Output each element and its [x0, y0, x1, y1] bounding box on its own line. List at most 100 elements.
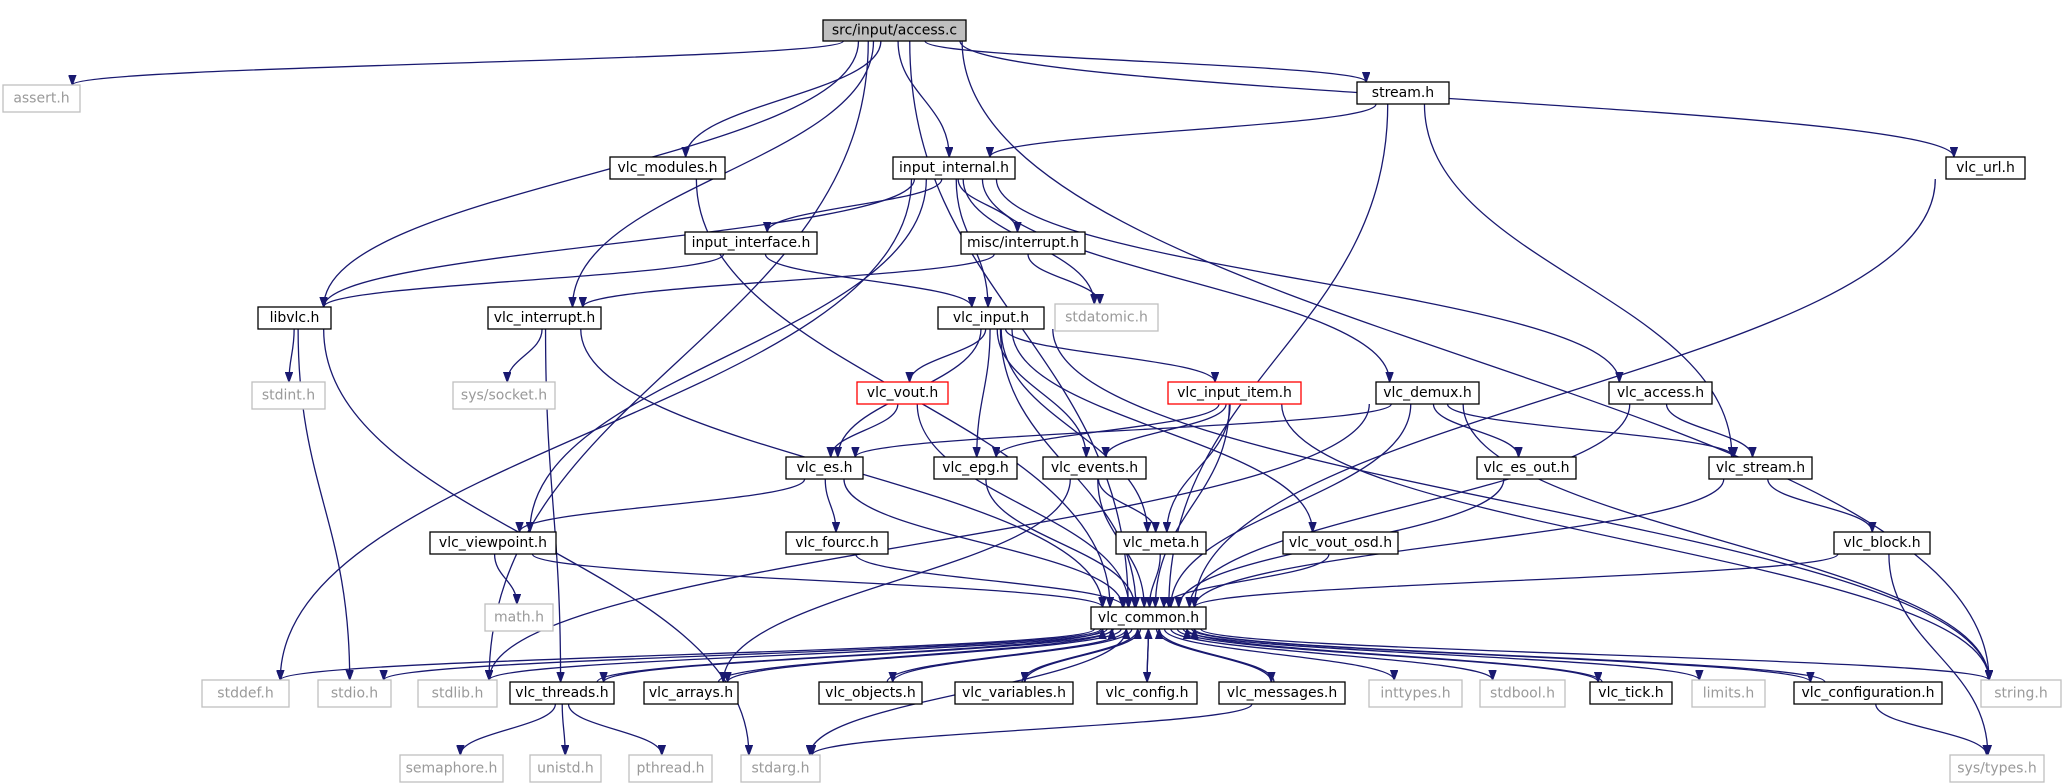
node-misc-interrupt-h[interactable]: misc/interrupt.h	[960, 231, 1086, 255]
node-box	[892, 156, 1016, 180]
edge-vlc-threads-h-to-semaphore-h	[460, 703, 557, 755]
node-vlc-fourcc-h[interactable]: vlc_fourcc.h	[785, 531, 889, 555]
node-vlc-es-h[interactable]: vlc_es.h	[785, 456, 864, 480]
edge-vlc-objects-h-to-vlc-common-h	[886, 629, 1126, 683]
node-vlc-configuration-h[interactable]: vlc_configuration.h	[1793, 681, 1943, 705]
edge-vlc-tick-h-to-vlc-common-h	[1187, 629, 1603, 683]
edge-vlc-vout-h-to-vlc-common-h	[916, 403, 1129, 607]
node-label: stdlib.h	[432, 686, 484, 702]
edge-input-interface-h-to-libvlc-h	[324, 253, 725, 307]
edge-vlc-es-h-to-vlc-fourcc-h	[824, 478, 836, 532]
node-label: stdbool.h	[1490, 686, 1555, 702]
node-box	[1476, 456, 1577, 480]
node-vlc-arrays-h[interactable]: vlc_arrays.h	[643, 681, 739, 705]
node-box	[822, 19, 967, 42]
node-label: limits.h	[1703, 686, 1754, 702]
node-label: vlc_input.h	[953, 310, 1029, 326]
node-label: src/input/access.c	[832, 23, 957, 39]
edge-access-c-to-stdlib-h	[489, 40, 869, 680]
node-input-internal-h[interactable]: input_internal.h	[892, 156, 1016, 180]
edge-vlc-viewpoint-h-to-vlc-common-h	[531, 553, 1102, 607]
node-label: vlc_interrupt.h	[494, 310, 596, 326]
node-box	[429, 531, 557, 555]
node-vlc-epg-h[interactable]: vlc_epg.h	[933, 456, 1018, 480]
edge-vlc-threads-h-to-vlc-common-h	[596, 629, 1102, 683]
node-vlc-modules-h[interactable]: vlc_modules.h	[609, 156, 726, 180]
node-label: vlc_vout_osd.h	[1289, 535, 1392, 551]
node-label: vlc_tick.h	[1598, 685, 1663, 701]
node-vlc-access-h[interactable]: vlc_access.h	[1608, 381, 1713, 405]
node-box	[1368, 679, 1463, 708]
node-vlc-objects-h[interactable]: vlc_objects.h	[818, 681, 923, 705]
node-box	[487, 306, 602, 330]
node-label: stdarg.h	[752, 761, 810, 777]
node-assert-h: assert.h	[2, 84, 81, 113]
node-access-c[interactable]: src/input/access.c	[822, 19, 967, 42]
node-vlc-interrupt-h[interactable]: vlc_interrupt.h	[487, 306, 602, 330]
edge-vlc-input-item-h-to-vlc-events-h	[1106, 403, 1227, 457]
edge-stream-h-to-vlc-common-h	[1169, 103, 1389, 607]
node-vlc-input-item-h[interactable]: vlc_input_item.h	[1167, 381, 1302, 405]
node-label: semaphore.h	[406, 761, 498, 777]
node-libvlc-h[interactable]: libvlc.h	[257, 306, 332, 330]
node-vlc-stream-h[interactable]: vlc_stream.h	[1708, 456, 1813, 480]
edge-input-internal-h-to-libvlc-h	[324, 178, 916, 307]
edge-vlc-input-h-to-vlc-vout-osd-h	[1011, 328, 1313, 532]
node-label: vlc_threads.h	[515, 685, 608, 701]
node-vlc-variables-h[interactable]: vlc_variables.h	[954, 681, 1074, 705]
node-vlc-common-h[interactable]: vlc_common.h	[1090, 606, 1207, 630]
edge-misc-interrupt-h-to-stdatomic-h	[1027, 253, 1100, 304]
node-label: libvlc.h	[270, 310, 320, 326]
node-box	[1945, 156, 2026, 180]
edge-misc-interrupt-h-to-vlc-interrupt-h	[583, 253, 995, 307]
node-label: pthread.h	[636, 761, 704, 777]
node-box	[251, 381, 326, 410]
node-stdlib-h: stdlib.h	[417, 679, 498, 708]
node-box	[628, 754, 713, 783]
node-vlc-tick-h[interactable]: vlc_tick.h	[1589, 681, 1673, 705]
edge-access-c-to-assert-h	[72, 40, 844, 85]
node-box	[1090, 606, 1207, 630]
node-vlc-vout-osd-h[interactable]: vlc_vout_osd.h	[1282, 531, 1399, 555]
edge-vlc-input-item-h-to-string-h	[1281, 403, 1989, 680]
edge-vlc-viewpoint-h-to-math-h	[493, 553, 517, 604]
node-vlc-es-out-h[interactable]: vlc_es_out.h	[1476, 456, 1577, 480]
edge-libvlc-h-to-stdint-h	[289, 328, 295, 382]
node-label: inttypes.h	[1380, 686, 1450, 702]
edge-vlc-es-h-to-vlc-common-h	[843, 478, 1123, 607]
node-input-interface-h[interactable]: input_interface.h	[684, 231, 818, 255]
node-stream-h[interactable]: stream.h	[1356, 81, 1450, 105]
node-box	[1949, 754, 2045, 783]
node-box	[960, 231, 1086, 255]
node-stdint-h: stdint.h	[251, 381, 326, 410]
edge-vlc-demux-h-to-string-h	[1462, 403, 1989, 680]
node-vlc-viewpoint-h[interactable]: vlc_viewpoint.h	[429, 531, 557, 555]
node-vlc-demux-h[interactable]: vlc_demux.h	[1375, 381, 1480, 405]
node-vlc-vout-h[interactable]: vlc_vout.h	[856, 381, 949, 405]
node-box	[1793, 681, 1943, 705]
node-label: misc/interrupt.h	[967, 235, 1079, 251]
node-vlc-threads-h[interactable]: vlc_threads.h	[509, 681, 615, 705]
node-label: vlc_url.h	[1956, 160, 2015, 176]
node-label: vlc_access.h	[1617, 385, 1704, 401]
edge-vlc-input-h-to-vlc-input-item-h	[1004, 328, 1215, 382]
node-vlc-url-h[interactable]: vlc_url.h	[1945, 156, 2026, 180]
node-vlc-config-h[interactable]: vlc_config.h	[1096, 681, 1198, 705]
node-label: vlc_es_out.h	[1483, 460, 1569, 476]
node-stdarg-h: stdarg.h	[740, 754, 821, 783]
edge-input-internal-h-to-input-interface-h	[767, 178, 943, 232]
node-label: string.h	[1994, 686, 2048, 702]
node-vlc-messages-h[interactable]: vlc_messages.h	[1218, 681, 1346, 705]
node-stdatomic-h: stdatomic.h	[1054, 303, 1159, 332]
node-vlc-meta-h[interactable]: vlc_meta.h	[1115, 531, 1207, 555]
node-vlc-input-h[interactable]: vlc_input.h	[937, 306, 1045, 330]
node-vlc-block-h[interactable]: vlc_block.h	[1833, 531, 1931, 555]
node-layer: src/input/access.c assert.h stream.h vlc_mo…	[2, 19, 2062, 783]
edge-vlc-block-h-to-vlc-common-h	[1195, 553, 1839, 607]
node-vlc-events-h[interactable]: vlc_events.h	[1042, 456, 1147, 480]
node-stdbool-h: stdbool.h	[1479, 679, 1566, 708]
node-label: vlc_epg.h	[942, 460, 1009, 476]
node-label: vlc_stream.h	[1716, 460, 1805, 476]
node-box	[933, 456, 1018, 480]
edge-input-internal-h-to-vlc-demux-h	[981, 178, 1389, 382]
